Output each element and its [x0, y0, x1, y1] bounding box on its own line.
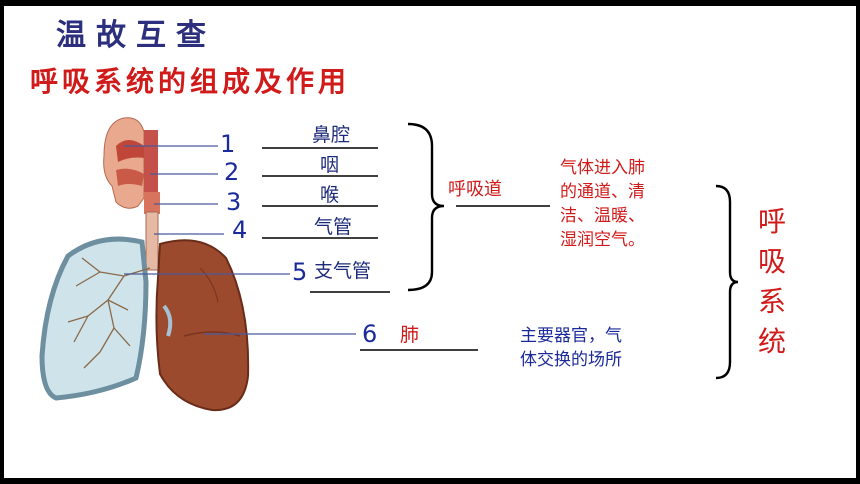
lung-function-line: 主要器官，气	[520, 326, 622, 346]
pharynx-shape	[144, 130, 158, 200]
airway-function-text: 气体进入肺 的通道、清 洁、温暖、 湿润空气。	[560, 156, 645, 252]
lung-function-line: 体交换的场所	[520, 350, 622, 370]
right-lung-shape	[155, 239, 250, 412]
left-lung-shape	[39, 236, 149, 401]
label-larynx: 喉	[320, 184, 340, 206]
system-char: 呼	[757, 205, 786, 238]
airway-function-line: 的通道、清	[560, 182, 645, 202]
number-5: 5	[292, 258, 308, 286]
label-nasal-cavity: 鼻腔	[312, 124, 351, 146]
number-2: 2	[224, 158, 240, 186]
label-airway: 呼吸道	[448, 179, 502, 200]
airway-brace	[407, 122, 445, 292]
number-3: 3	[226, 188, 242, 216]
airway-function-line: 气体进入肺	[560, 158, 645, 178]
review-heading: 温故互查	[56, 18, 216, 53]
number-4: 4	[232, 216, 248, 244]
system-char: 统	[757, 325, 786, 358]
label-trachea: 气管	[314, 216, 353, 238]
trachea-shape	[145, 211, 159, 271]
number-1: 1	[220, 130, 236, 158]
larynx-shape	[144, 192, 160, 214]
bronchial-tree	[67, 257, 151, 369]
respiratory-system-label: 呼 吸 系 统	[752, 202, 792, 362]
airway-function-line: 洁、温暖、	[560, 206, 645, 226]
slide: 温故互查 呼吸系统的组成及作用	[4, 6, 856, 478]
label-lung: 肺	[400, 324, 420, 346]
system-char: 系	[757, 285, 786, 318]
oral-cavity-shape	[116, 168, 144, 186]
label-bronchi: 支气管	[314, 260, 372, 282]
topic-heading: 呼吸系统的组成及作用	[30, 65, 351, 98]
system-char: 吸	[757, 245, 786, 278]
airway-function-line: 湿润空气。	[560, 230, 645, 250]
system-brace	[715, 184, 739, 380]
number-6: 6	[362, 320, 378, 348]
label-pharynx: 咽	[320, 154, 340, 176]
respiratory-diagram	[39, 117, 739, 412]
lung-function-text: 主要器官，气 体交换的场所	[520, 324, 622, 372]
head-illustration	[103, 117, 145, 209]
